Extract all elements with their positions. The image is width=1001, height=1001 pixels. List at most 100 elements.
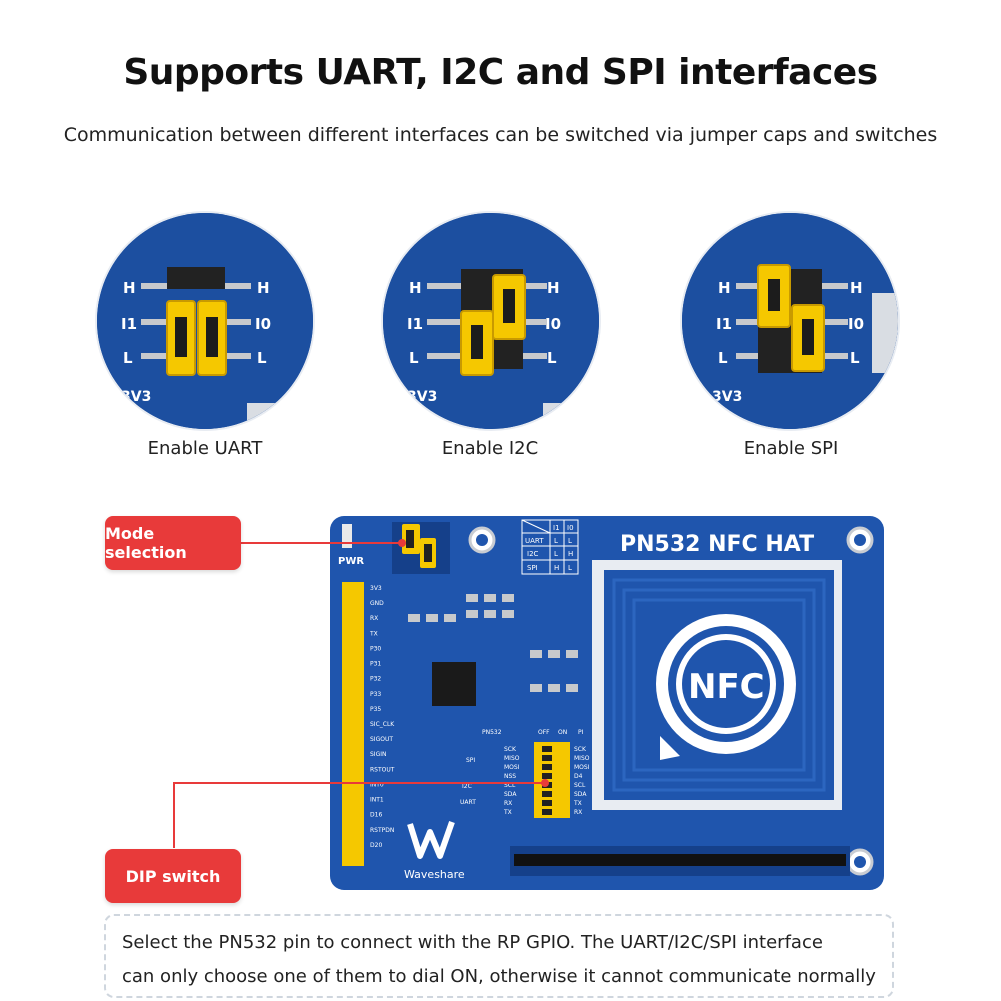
caption-spi: Enable SPI (743, 438, 839, 459)
svg-text:H: H (850, 279, 863, 297)
svg-text:H: H (568, 550, 573, 558)
svg-text:I0: I0 (848, 315, 864, 333)
left-pin-label: RSTPDN (370, 827, 394, 834)
svg-text:SPI: SPI (527, 564, 538, 572)
label-h-left: H (123, 279, 136, 297)
left-pin-label: SIC_CLK (370, 721, 395, 728)
label-l-right: L (257, 349, 267, 367)
nfc-logo: NFC (656, 614, 796, 760)
callout-dip-switch: DIP switch (105, 849, 241, 903)
jumper-closeup-uart: H I1 L H I0 L 3V3 (97, 213, 313, 429)
dip-switch-block: PN532 OFF ON PI SPI I2C UART (460, 729, 584, 818)
dip-right-label: SCK (574, 746, 587, 753)
dip-right-label: TX (573, 800, 582, 807)
dip-right-label: MISO (574, 755, 590, 762)
svg-text:H: H (409, 279, 422, 297)
dip-right-label: D4 (574, 773, 583, 780)
dip-right-label: MOSI (574, 764, 590, 771)
svg-text:NFC: NFC (688, 667, 765, 707)
jumper-cap-top (492, 274, 526, 340)
jumper-closeup-i2c: H I1 L H I0 L 3V3 (383, 213, 599, 429)
left-pin-label: P33 (370, 691, 381, 698)
dip-left-label: RX (504, 800, 512, 807)
jumper-cap-left (166, 300, 196, 376)
left-pin-label: P30 (370, 645, 381, 652)
svg-text:I0: I0 (567, 524, 574, 532)
svg-text:L: L (568, 537, 572, 545)
dip-right-label: SDA (574, 791, 587, 798)
svg-text:PN532: PN532 (482, 729, 502, 736)
svg-text:L: L (554, 550, 558, 558)
left-pin-label: SIGOUT (370, 736, 393, 743)
left-pin-label: RX (370, 615, 378, 622)
label-i0: I0 (255, 315, 271, 333)
svg-text:L: L (554, 537, 558, 545)
svg-text:I1: I1 (716, 315, 732, 333)
left-pin-label: TX (369, 630, 378, 637)
left-pin-label: SIGIN (370, 751, 387, 758)
board-title: PN532 NFC HAT (620, 532, 814, 557)
svg-text:SPI: SPI (466, 757, 475, 764)
callout-mode-selection: Mode selection (105, 516, 241, 570)
jumper-closeup-spi: H I1 L H I0 L 3V3 (682, 213, 898, 429)
svg-text:I1: I1 (407, 315, 423, 333)
dip-left-label: TX (503, 809, 512, 816)
left-pin-label: INT1 (370, 797, 384, 804)
svg-text:I1: I1 (553, 524, 560, 532)
dip-left-label: MISO (504, 755, 520, 762)
dip-left-label: MOSI (504, 764, 520, 771)
svg-text:L: L (547, 349, 557, 367)
svg-text:L: L (718, 349, 728, 367)
left-pin-label: 3V3 (370, 585, 382, 592)
left-pin-label: D20 (370, 842, 382, 849)
svg-text:PI: PI (578, 729, 584, 736)
svg-text:H: H (547, 279, 560, 297)
left-pin-label: P32 (370, 676, 381, 683)
svg-text:Waveshare: Waveshare (404, 868, 465, 881)
jumper-cap-right (197, 300, 227, 376)
svg-text:3V3: 3V3 (712, 389, 742, 405)
svg-text:L: L (409, 349, 419, 367)
svg-text:H: H (554, 564, 559, 572)
svg-text:OFF: OFF (538, 729, 550, 736)
pwr-label: PWR (338, 556, 364, 567)
usage-note: Select the PN532 pin to connect with the… (104, 914, 894, 998)
label-3v3: 3V3 (121, 389, 151, 405)
dip-left-label: NSS (504, 773, 516, 780)
left-pin-label: RSTOUT (370, 766, 395, 773)
jumper-cap-upper-left (757, 264, 791, 328)
svg-text:I2C: I2C (462, 783, 472, 790)
svg-text:L: L (568, 564, 572, 572)
dip-left-label: SDA (504, 791, 517, 798)
svg-text:L: L (850, 349, 860, 367)
svg-text:I0: I0 (545, 315, 561, 333)
label-l-left: L (123, 349, 133, 367)
dip-right-label: SCL (574, 782, 586, 789)
label-h-right: H (257, 279, 270, 297)
svg-text:ON: ON (558, 729, 567, 736)
usage-note-line-1: Select the PN532 pin to connect with the… (122, 932, 823, 953)
page-subtitle: Communication between different interfac… (63, 124, 938, 146)
svg-text:H: H (718, 279, 731, 297)
dip-right-label: RX (574, 809, 582, 816)
label-i1: I1 (121, 315, 137, 333)
caption-uart: Enable UART (147, 438, 263, 459)
left-pin-label: GND (370, 600, 384, 607)
page-title: Supports UART, I2C and SPI interfaces (123, 52, 878, 93)
left-pin-label: D16 (370, 812, 382, 819)
svg-text:3V3: 3V3 (407, 389, 437, 405)
jumper-cap-lower-right (791, 304, 825, 372)
caption-i2c: Enable I2C (441, 438, 539, 459)
jumper-cap-bottom (460, 310, 494, 376)
mode-truth-table: I1 I0 UART L L I2C L H SPI H L (521, 519, 579, 575)
svg-text:I2C: I2C (527, 550, 539, 558)
left-pin-label: P31 (370, 661, 381, 668)
left-pin-label: P35 (370, 706, 381, 713)
pn532-nfc-hat-board: PWR I1 I0 UART L L I2C L H SPI H L PN532… (330, 516, 884, 890)
dip-left-label: SCK (504, 746, 517, 753)
svg-text:UART: UART (460, 799, 476, 806)
svg-text:UART: UART (525, 537, 544, 545)
dip-left-label: SCL (504, 782, 516, 789)
left-pin-label: INT0 (370, 781, 384, 788)
usage-note-line-2: can only choose one of them to dial ON, … (122, 966, 876, 987)
